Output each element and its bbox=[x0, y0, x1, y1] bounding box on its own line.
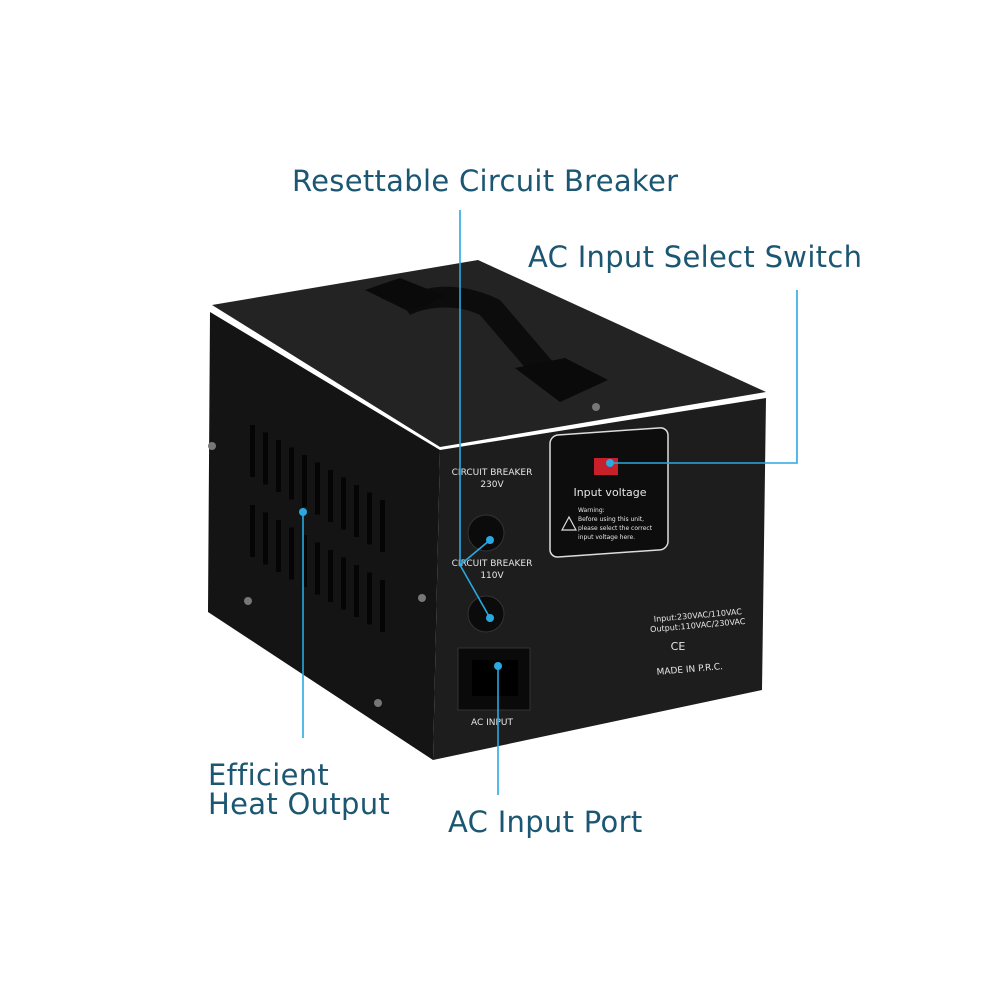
breaker-110v-label: CIRCUIT BREAKER bbox=[452, 559, 533, 569]
callout-heat-output-line1: Efficient bbox=[208, 758, 330, 792]
vent-slot bbox=[341, 477, 346, 530]
input-voltage-plate bbox=[549, 427, 669, 558]
warning-text: Warning: bbox=[578, 507, 605, 514]
callout-heat-output-line2: Heat Output bbox=[208, 787, 391, 821]
vent-slot bbox=[354, 485, 359, 537]
breaker-230v-label: CIRCUIT BREAKER bbox=[452, 468, 533, 478]
vent-slot bbox=[263, 432, 268, 485]
vent-slot bbox=[367, 572, 372, 625]
carry-handle bbox=[365, 278, 608, 402]
breaker-230v-knob[interactable] bbox=[467, 514, 505, 552]
vent-slot bbox=[302, 535, 307, 587]
callout-circuit-breaker: Resettable Circuit Breaker bbox=[292, 164, 679, 198]
vent-slot bbox=[341, 557, 346, 610]
warning-text: please select the correct bbox=[578, 525, 653, 532]
vent-slot bbox=[380, 500, 385, 552]
vent-slot bbox=[315, 542, 320, 595]
vent-slot bbox=[289, 447, 294, 500]
top-face bbox=[212, 260, 766, 447]
breaker-110v-knob[interactable] bbox=[467, 595, 505, 633]
vent-slot bbox=[250, 425, 255, 477]
breaker-110v-value: 110V bbox=[480, 571, 504, 581]
callout-dots bbox=[299, 459, 614, 670]
warning-text: Before using this unit, bbox=[578, 516, 644, 523]
vent-slot bbox=[328, 470, 333, 522]
vent-slot bbox=[315, 462, 320, 515]
side-face bbox=[208, 312, 440, 760]
warning-text: input voltage here. bbox=[578, 534, 635, 541]
vent-slot bbox=[328, 550, 333, 602]
breaker-230v-value: 230V bbox=[480, 480, 504, 490]
ce-mark: CE bbox=[671, 640, 686, 653]
vent-slots bbox=[250, 425, 385, 632]
warning-icon bbox=[560, 515, 578, 531]
vent-slot bbox=[367, 492, 372, 545]
plate-title: Input voltage bbox=[573, 486, 646, 499]
vent-slot bbox=[263, 512, 268, 565]
callout-input-select-switch: AC Input Select Switch bbox=[528, 240, 863, 274]
callout-ac-input-port: AC Input Port bbox=[448, 805, 643, 839]
vent-slot bbox=[380, 580, 385, 632]
vent-slot bbox=[289, 527, 294, 580]
vent-slot bbox=[276, 440, 281, 492]
vent-slot bbox=[276, 520, 281, 572]
callout-lines bbox=[302, 210, 798, 795]
ac-input-label: AC INPUT bbox=[471, 718, 514, 728]
vent-slot bbox=[354, 565, 359, 617]
vent-slot bbox=[302, 455, 307, 507]
voltage-select-switch[interactable] bbox=[594, 458, 618, 475]
vent-slot bbox=[250, 505, 255, 557]
